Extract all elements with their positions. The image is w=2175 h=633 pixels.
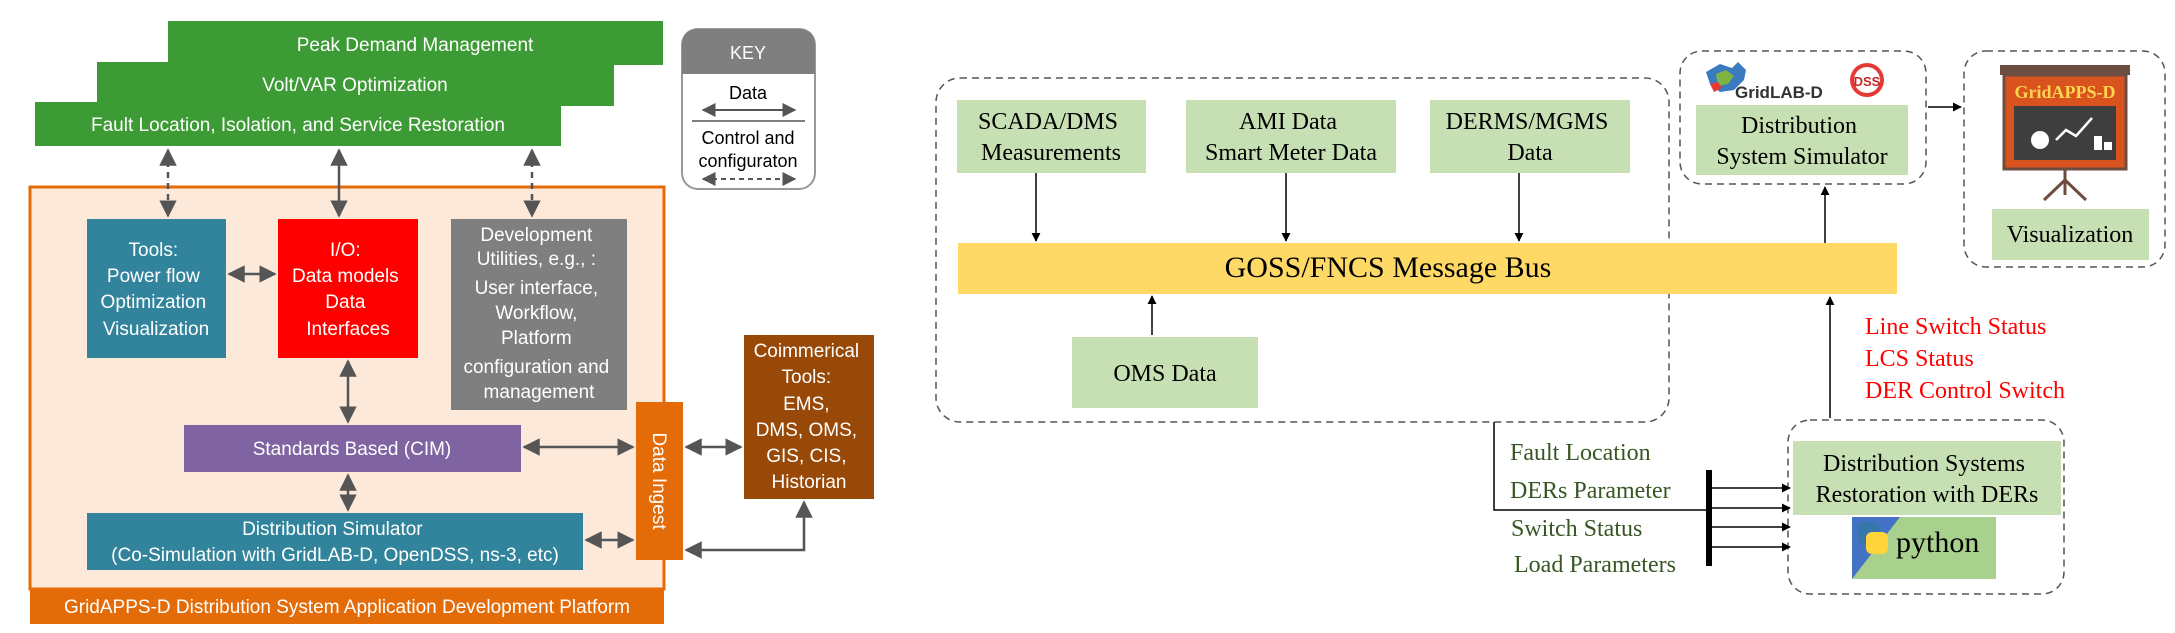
restoration-text: Distribution Systems Restoration with DE… xyxy=(1816,451,2039,508)
flisr-label: Fault Location, Isolation, and Service R… xyxy=(91,115,505,136)
right-arrows xyxy=(1031,102,1962,552)
io-text: I/O: Data models Data Interfaces xyxy=(292,240,404,340)
gridlabd-logo-text: GridLAB-D xyxy=(1735,83,1823,102)
oms-label: OMS Data xyxy=(1113,361,1217,387)
tools-box xyxy=(87,219,226,358)
io-box xyxy=(278,219,418,358)
python-label: python xyxy=(1896,526,1979,559)
volt-var-bar xyxy=(97,62,614,106)
dss-logo-text: DSS xyxy=(1854,74,1881,89)
volt-var-label: Volt/VAR Optimization xyxy=(262,75,448,96)
ami-box xyxy=(1186,100,1396,173)
key-data-label: Data xyxy=(729,83,768,103)
scada-box xyxy=(957,100,1146,173)
data-ingest-label: Data Ingest xyxy=(648,432,669,530)
tools-text: Tools: Power flow Optimization Visualiza… xyxy=(101,240,212,340)
key-control-label-2: configuraton xyxy=(698,151,797,171)
dev-utilities-box xyxy=(451,219,627,410)
standards-box xyxy=(184,425,521,472)
right-diagram: SCADA/DMS Measurements AMI Data Smart Me… xyxy=(935,50,2166,595)
status-text: Line Switch Status LCS Status DER Contro… xyxy=(1865,314,2065,404)
derms-box xyxy=(1430,100,1630,173)
dss-logo: DSS xyxy=(1850,63,1884,97)
ami-text: AMI Data Smart Meter Data xyxy=(1205,109,1377,166)
left-arrows xyxy=(159,148,813,559)
standards-label: Standards Based (CIM) xyxy=(253,439,452,460)
key-header xyxy=(682,29,815,74)
oms-box xyxy=(1072,337,1258,408)
peak-demand-label: Peak Demand Management xyxy=(297,35,534,56)
simulator-box xyxy=(1696,105,1908,175)
gridlabd-logo: GridLAB-D xyxy=(1706,62,1823,102)
dev-utilities-text: Development Utilities, e.g., : User inte… xyxy=(463,225,614,403)
message-bus-label: GOSS/FNCS Message Bus xyxy=(1225,251,1552,284)
key-control-label-1: Control and xyxy=(701,128,794,148)
derms-text: DERMS/MGMS Data xyxy=(1446,109,1615,166)
platform-label: GridAPPS-D Distribution System Applicati… xyxy=(64,597,630,618)
python-logo: python xyxy=(1852,517,1996,579)
junction-bar xyxy=(1706,470,1712,566)
dist-simulator-box xyxy=(87,513,583,570)
left-diagram: Peak Demand Management Volt/VAR Optimiza… xyxy=(28,21,874,624)
simulator-text: Distribution System Simulator xyxy=(1716,113,1887,170)
visualization-container xyxy=(1963,50,2166,268)
message-bus xyxy=(958,243,1897,294)
visualization-box xyxy=(1992,209,2149,260)
data-ingest-box xyxy=(636,402,683,560)
commercial-tools-box xyxy=(744,335,874,499)
dist-simulator-text: Distribution Simulator (Co-Simulation wi… xyxy=(111,519,559,566)
gridapps-logo-text: GridAPPS-D xyxy=(2015,82,2116,102)
simulator-container xyxy=(1679,50,1927,185)
visualization-label: Visualization xyxy=(2007,222,2134,248)
gridapps-board-icon: GridAPPS-D xyxy=(2000,65,2130,202)
params-text: Fault Location DERs Parameter Switch Sta… xyxy=(1510,440,1677,578)
scada-text: SCADA/DMS Measurements xyxy=(978,109,1124,166)
key-title: KEY xyxy=(730,43,766,63)
platform-footer xyxy=(30,589,664,624)
commercial-tools-text: Coimmerical Tools: EMS, DMS, OMS, GIS, C… xyxy=(754,341,865,493)
restoration-box xyxy=(1793,441,2061,515)
peak-demand-bar xyxy=(168,21,663,65)
flisr-bar xyxy=(35,102,561,146)
